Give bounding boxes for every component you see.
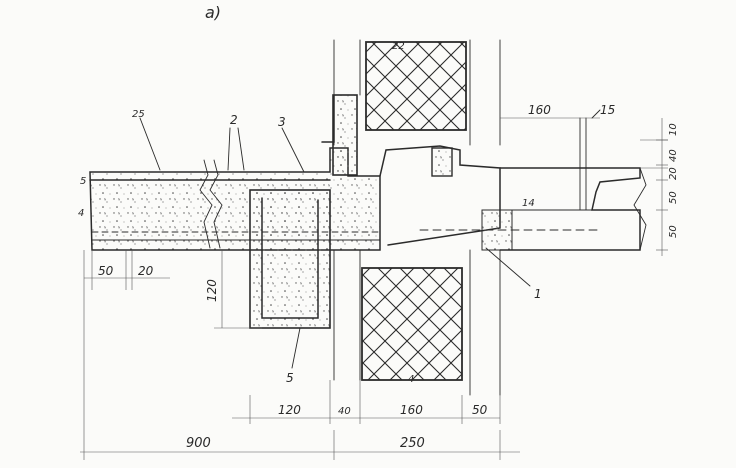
callout-14: 14 — [522, 198, 535, 209]
callout-22: 22 — [392, 41, 405, 52]
dim-right-50b: 50 — [668, 225, 679, 238]
upper-insulation-block — [365, 41, 467, 131]
bottom-dimension-chain-upper: 120 40 160 50 — [232, 380, 501, 424]
figure-label: а) — [205, 3, 221, 22]
callout-1: 1 — [534, 287, 542, 301]
dim-bottom-50: 50 — [472, 403, 488, 417]
right-dimension-chain: 10 40 20 50 50 — [640, 118, 679, 256]
dim-right-20: 20 — [668, 167, 679, 180]
lower-wall-panel: 4 — [333, 249, 501, 396]
bottom-dimension-chain-lower: 900 250 — [80, 250, 520, 460]
callout-5-left: 5 — [80, 176, 86, 187]
dim-top-15: 15 — [600, 103, 615, 117]
dim-left-50: 50 — [98, 264, 114, 278]
dim-bottom-120: 120 — [278, 403, 301, 417]
support-column — [249, 189, 331, 329]
dim-top-160: 160 — [528, 103, 551, 117]
callout-3: 3 — [278, 115, 286, 129]
callout-25: 25 — [132, 109, 145, 120]
callout-4-lower: 4 — [408, 374, 414, 385]
right-slab: 14 — [499, 117, 647, 251]
upper-wall-panel: 22 — [333, 39, 501, 146]
lower-insulation-block — [361, 267, 463, 381]
dim-bottom-40: 40 — [338, 406, 351, 417]
leaders — [139, 109, 601, 369]
vertical-120-dimension: 120 — [205, 250, 262, 329]
dim-right-50a: 50 — [668, 191, 679, 204]
dim-bottom-900: 900 — [186, 436, 211, 451]
dim-vert-120: 120 — [205, 279, 219, 302]
callout-2: 2 — [230, 113, 238, 127]
left-small-dimensions: 50 20 — [84, 250, 170, 290]
dim-bottom-250: 250 — [400, 436, 425, 451]
edge-plate — [321, 94, 358, 176]
callout-4-left: 4 — [78, 208, 84, 219]
dim-right-10: 10 — [668, 123, 679, 136]
dim-right-40: 40 — [668, 149, 679, 162]
connection-element — [379, 145, 601, 251]
top-dimensions: 160 15 — [500, 103, 615, 119]
dim-bottom-160: 160 — [400, 403, 423, 417]
dim-left-20: 20 — [138, 264, 154, 278]
callout-5: 5 — [286, 371, 294, 385]
